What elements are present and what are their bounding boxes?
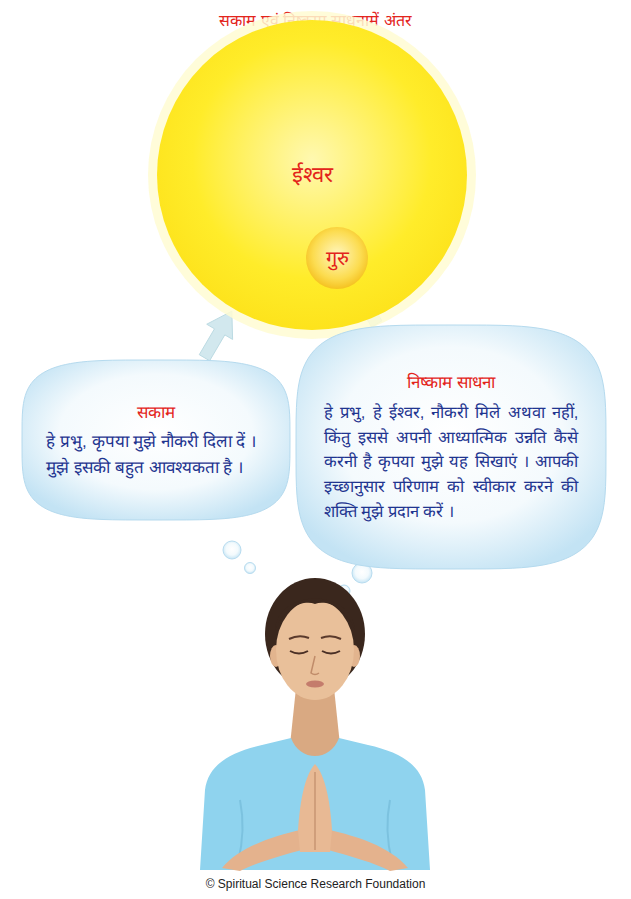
god-circle: ईश्वर गुरु <box>157 20 467 330</box>
bubble-heading: सकाम <box>46 400 265 426</box>
bubble-body: हे प्रभु, हे ईश्वर, नौकरी मिले अथवा नहीं… <box>324 400 579 524</box>
circle-label: गुरु <box>326 246 349 270</box>
copyright-caption: © Spiritual Science Research Foundation <box>0 877 631 891</box>
sakam-thought-bubble: सकाम हे प्रभु, कृपया मुझे नौकरी दिला दें … <box>22 360 290 520</box>
circle-label: ईश्वर <box>292 162 333 188</box>
nishkam-thought-bubble: निष्काम साधना हे प्रभु, हे ईश्वर, नौकरी म… <box>296 325 606 569</box>
bubble-heading: निष्काम साधना <box>324 370 579 396</box>
bubble-outline <box>296 325 606 569</box>
bubble-body: हे प्रभु, कृपया मुझे नौकरी दिला दें । मु… <box>46 429 265 480</box>
arrow-connector <box>199 311 232 361</box>
woman-figure <box>200 578 430 871</box>
guru-circle: गुरु <box>306 227 368 289</box>
